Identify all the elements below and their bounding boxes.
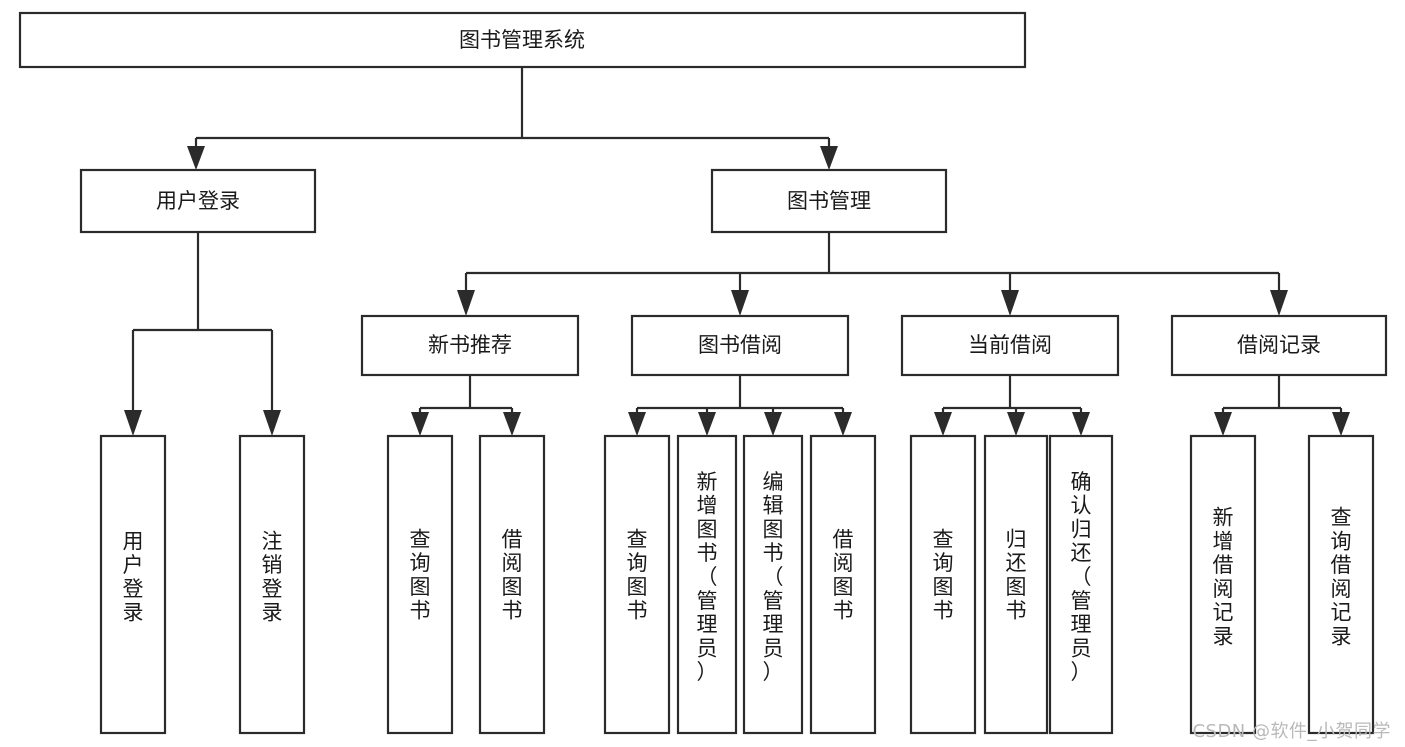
node-book-manage-box[interactable] bbox=[710, 168, 948, 234]
node-book-borrow-label: 图书借阅 bbox=[698, 333, 782, 357]
connector-layer bbox=[124, 67, 1350, 436]
node-leaf-query-book-3-label: 查询图书 bbox=[933, 527, 954, 622]
node-leaf-query-book-2-label: 查询图书 bbox=[627, 527, 648, 622]
arrowhead-leaf-edit-book bbox=[764, 412, 782, 436]
arrowhead-book-manage bbox=[820, 146, 838, 170]
node-leaf-query-book-3-box[interactable] bbox=[909, 434, 977, 735]
node-book-manage[interactable]: 图书管理 bbox=[710, 168, 948, 234]
node-user-login-label: 用户登录 bbox=[156, 189, 240, 213]
node-leaf-query-book-1[interactable]: 查询图书 bbox=[386, 434, 454, 735]
node-leaf-query-book-1-box[interactable] bbox=[386, 434, 454, 735]
arrowhead-book-borrow bbox=[731, 290, 749, 316]
node-leaf-query-book-2[interactable]: 查询图书 bbox=[603, 434, 671, 735]
node-current-borrow-box[interactable] bbox=[900, 314, 1120, 377]
node-root[interactable]: 图书管理系统 bbox=[18, 11, 1027, 69]
node-leaf-query-record-box[interactable] bbox=[1307, 434, 1375, 735]
arrowhead-leaf-add-record bbox=[1214, 412, 1232, 436]
arrowhead-leaf-query-book-1 bbox=[411, 412, 429, 436]
node-leaf-add-book[interactable]: 新增图书（管理员） bbox=[676, 434, 738, 735]
node-user-login[interactable]: 用户登录 bbox=[79, 168, 317, 234]
arrowhead-leaf-confirm-return bbox=[1072, 412, 1090, 436]
node-leaf-borrow-book-2[interactable]: 借阅图书 bbox=[809, 434, 877, 735]
node-leaf-query-record[interactable]: 查询借阅记录 bbox=[1307, 434, 1375, 735]
node-book-borrow-box[interactable] bbox=[630, 314, 850, 377]
node-leaf-user-login-box[interactable] bbox=[99, 434, 167, 735]
node-leaf-add-record-label: 新增借阅记录 bbox=[1213, 506, 1234, 649]
arrowhead-leaf-return-book bbox=[1007, 412, 1025, 436]
node-leaf-add-record[interactable]: 新增借阅记录 bbox=[1189, 434, 1257, 735]
node-leaf-borrow-book-1[interactable]: 借阅图书 bbox=[478, 434, 546, 735]
node-new-book-recommend-box[interactable] bbox=[360, 314, 580, 377]
node-leaf-edit-book-label: 编辑图书（管理员） bbox=[763, 470, 784, 684]
node-leaf-add-record-box[interactable] bbox=[1189, 434, 1257, 735]
node-current-borrow-label: 当前借阅 bbox=[968, 333, 1052, 357]
node-leaf-borrow-book-1-label: 借阅图书 bbox=[502, 527, 523, 622]
node-leaf-borrow-book-2-label: 借阅图书 bbox=[833, 527, 854, 622]
node-leaf-return-book-label: 归还图书 bbox=[1006, 527, 1027, 622]
node-book-manage-label: 图书管理 bbox=[787, 189, 871, 213]
arrowhead-current-borrow bbox=[1001, 290, 1019, 316]
node-leaf-borrow-book-2-box[interactable] bbox=[809, 434, 877, 735]
node-leaf-confirm-return-label: 确认归还（管理员） bbox=[1071, 470, 1092, 684]
node-leaf-query-book-2-box[interactable] bbox=[603, 434, 671, 735]
node-leaf-confirm-return-box[interactable] bbox=[1048, 434, 1114, 735]
arrowhead-borrow-record bbox=[1270, 290, 1288, 316]
node-leaf-query-record-label: 查询借阅记录 bbox=[1331, 506, 1352, 649]
node-leaf-add-book-label: 新增图书（管理员） bbox=[697, 470, 718, 684]
arrowhead-leaf-add-book bbox=[698, 412, 716, 436]
arrowhead-leaf-borrow-book-2 bbox=[834, 412, 852, 436]
node-user-login-box[interactable] bbox=[79, 168, 317, 234]
arrowhead-leaf-query-book-3 bbox=[934, 412, 952, 436]
node-leaf-add-book-box[interactable] bbox=[676, 434, 738, 735]
node-borrow-record-box[interactable] bbox=[1170, 314, 1388, 377]
node-leaf-user-logout-label: 注销登录 bbox=[262, 529, 283, 624]
node-leaf-query-book-1-label: 查询图书 bbox=[410, 527, 431, 622]
node-leaf-return-book-box[interactable] bbox=[983, 434, 1049, 735]
node-current-borrow[interactable]: 当前借阅 bbox=[900, 314, 1120, 377]
arrowhead-leaf-borrow-book-1 bbox=[503, 412, 521, 436]
node-leaf-edit-book-box[interactable] bbox=[742, 434, 804, 735]
node-leaf-user-login[interactable]: 用户登录 bbox=[99, 434, 167, 735]
arrowhead-leaf-query-book-2 bbox=[628, 412, 646, 436]
arrowhead-leaf-query-record bbox=[1332, 412, 1350, 436]
arrowhead-leaf-user-login bbox=[124, 410, 142, 436]
node-new-book-recommend[interactable]: 新书推荐 bbox=[360, 314, 580, 377]
node-borrow-record-label: 借阅记录 bbox=[1237, 333, 1321, 357]
node-leaf-user-logout[interactable]: 注销登录 bbox=[238, 434, 306, 735]
node-leaf-confirm-return[interactable]: 确认归还（管理员） bbox=[1048, 434, 1114, 735]
csdn-watermark: CSDN @软件_小贺同学 bbox=[1192, 721, 1391, 742]
arrowhead-leaf-user-logout bbox=[263, 410, 281, 436]
node-leaf-user-login-label: 用户登录 bbox=[123, 529, 144, 624]
node-leaf-return-book[interactable]: 归还图书 bbox=[983, 434, 1049, 735]
node-borrow-record[interactable]: 借阅记录 bbox=[1170, 314, 1388, 377]
node-new-book-recommend-label: 新书推荐 bbox=[428, 333, 512, 357]
node-book-borrow[interactable]: 图书借阅 bbox=[630, 314, 850, 377]
node-root-label: 图书管理系统 bbox=[459, 28, 585, 52]
node-leaf-user-logout-box[interactable] bbox=[238, 434, 306, 735]
arrowhead-user-login bbox=[187, 146, 205, 170]
node-root-box[interactable] bbox=[18, 11, 1027, 69]
arrowhead-new-book-recommend bbox=[457, 290, 475, 316]
node-leaf-query-book-3[interactable]: 查询图书 bbox=[909, 434, 977, 735]
node-leaf-edit-book[interactable]: 编辑图书（管理员） bbox=[742, 434, 804, 735]
node-leaf-borrow-book-1-box[interactable] bbox=[478, 434, 546, 735]
